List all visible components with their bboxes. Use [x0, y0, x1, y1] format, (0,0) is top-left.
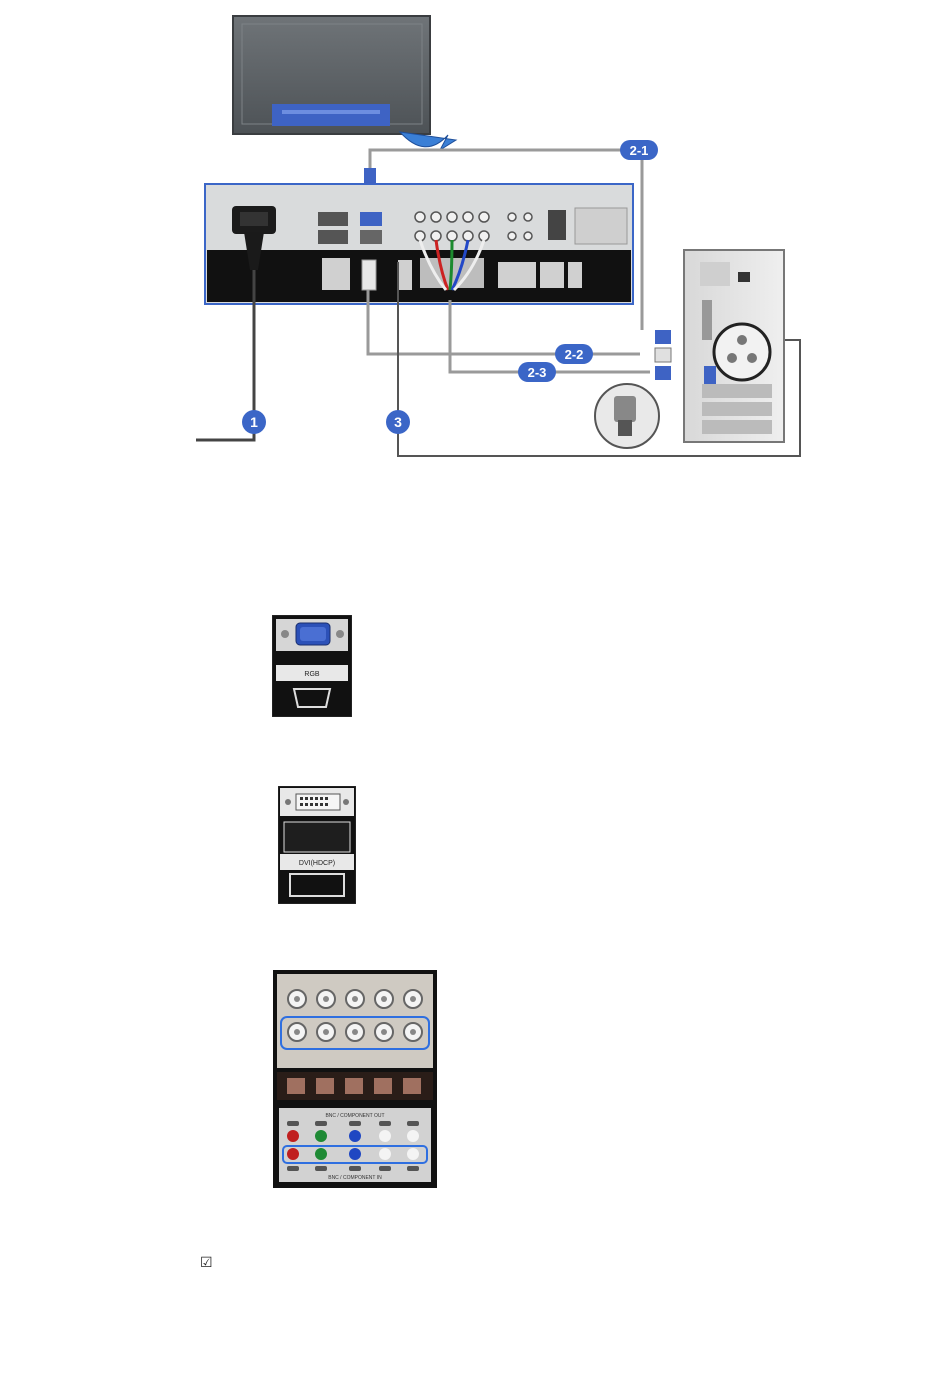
callout-1: 1 [242, 410, 266, 434]
bnc-out-label: BNC / COMPONENT OUT [325, 1113, 384, 1119]
svg-text:2-2: 2-2 [565, 347, 584, 362]
svg-text:2-3: 2-3 [528, 365, 547, 380]
callout-3: 3 [386, 410, 410, 434]
connection-diagram: 1 2-1 2-2 2-3 3 [0, 0, 950, 470]
svg-text:3: 3 [394, 414, 402, 430]
rgb-label: RGB [304, 671, 320, 678]
vga-connector-icon [364, 168, 376, 184]
svg-text:2-1: 2-1 [630, 143, 649, 158]
bnc-port-panel: BNC / COMPONENT OUT BNC / COMPONENT IN [273, 970, 437, 1188]
rgb-port-panel: RGB [272, 615, 352, 717]
bnc-in-label: BNC / COMPONENT IN [328, 1175, 382, 1181]
dvi-port-panel: DVI(HDCP) [278, 786, 356, 904]
monitor-back-panel [205, 184, 633, 304]
pc-tower-icon [655, 250, 784, 442]
svg-text:1: 1 [250, 414, 258, 430]
callout-2-3: 2-3 [518, 362, 556, 382]
dvi-label: DVI(HDCP) [299, 860, 335, 867]
screw-detail-icon [595, 384, 659, 448]
callout-2-2: 2-2 [555, 344, 593, 364]
checkbox-note-icon: ☑ [200, 1256, 213, 1270]
callout-2-1: 2-1 [620, 140, 658, 160]
monitor-back-icon [233, 16, 430, 134]
